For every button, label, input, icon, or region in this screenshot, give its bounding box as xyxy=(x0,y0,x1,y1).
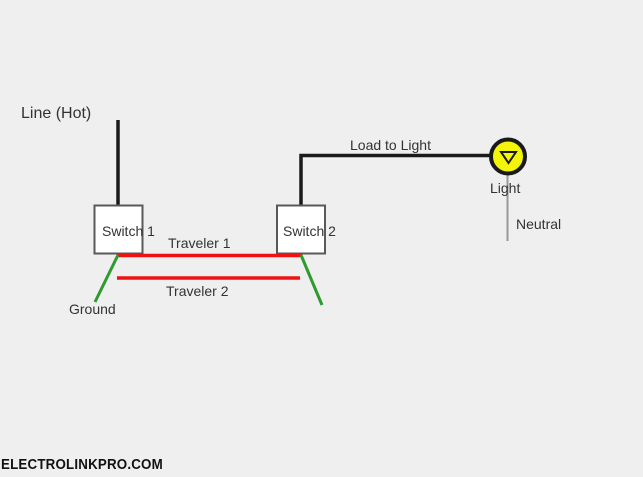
watermark: ELECTROLINKPRO.COM xyxy=(1,457,163,473)
light-label: Light xyxy=(490,180,521,196)
ground-label: Ground xyxy=(69,301,116,317)
load-to-light-wire xyxy=(299,153,490,206)
line-hot-label: Line (Hot) xyxy=(21,105,92,122)
load-to-light-label: Load to Light xyxy=(350,137,431,153)
light-bulb-circle xyxy=(489,137,527,176)
switch2-box xyxy=(276,204,326,255)
switch1-box xyxy=(93,204,144,255)
neutral-label: Neutral xyxy=(516,216,562,232)
light-bulb-triangle xyxy=(499,151,518,165)
traveler1-label: Traveler 1 xyxy=(168,235,231,251)
switch2-label: Switch 2 xyxy=(283,223,336,239)
light-bulb-icon xyxy=(489,137,527,176)
traveler2-label: Traveler 2 xyxy=(166,283,229,299)
switch1-label: Switch 1 xyxy=(102,223,155,239)
ground-wire-switch2 xyxy=(299,254,324,306)
ground-wire-switch1 xyxy=(93,254,120,303)
